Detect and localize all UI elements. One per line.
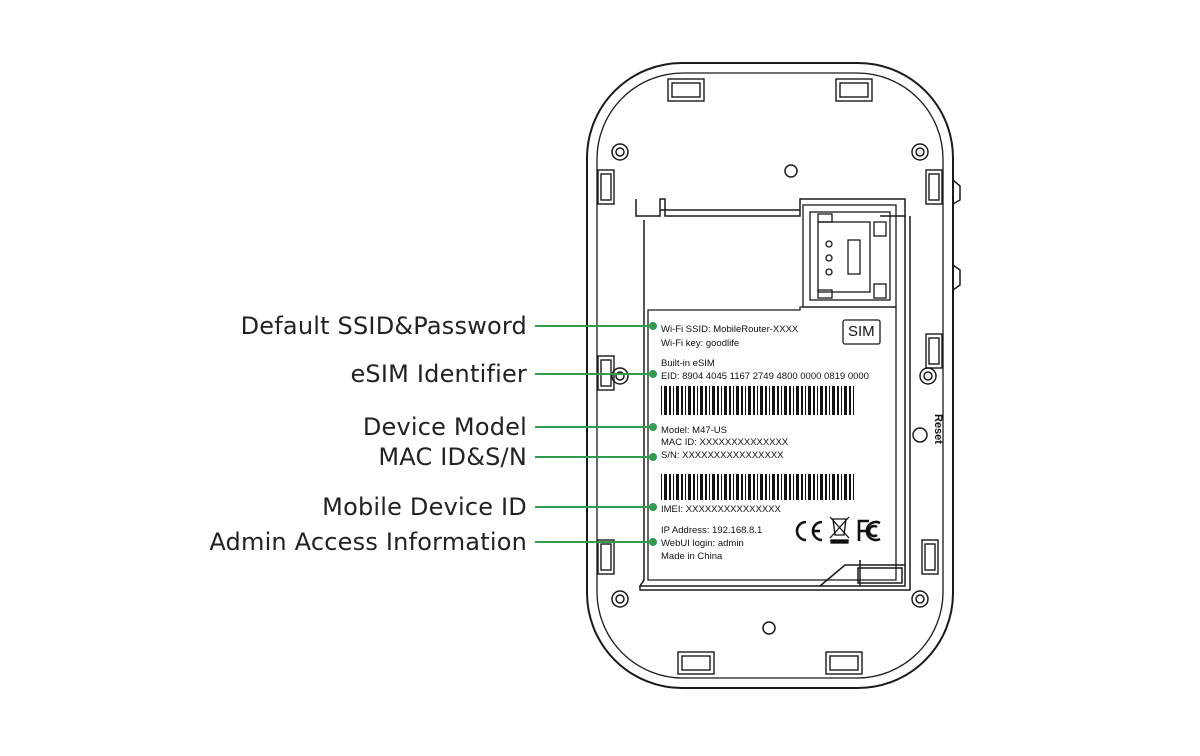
label-imei: IMEI: XXXXXXXXXXXXXXX: [661, 504, 781, 515]
top-clips: [667, 78, 873, 102]
callout-esim-identifier: eSIM Identifier: [350, 360, 527, 388]
ce-mark-icon: [795, 520, 823, 542]
callout-device-model: Device Model: [362, 413, 527, 441]
label-eid: EID: 8904 4045 1167 2749 4800 0000 0819 …: [661, 371, 869, 382]
callout-dot-ssid: [649, 322, 657, 330]
callout-mobile-device-id: Mobile Device ID: [322, 493, 527, 521]
label-esim-title: Built-in eSIM: [661, 358, 715, 369]
fcc-mark-icon: [857, 519, 881, 542]
side-buttons: [952, 179, 961, 291]
callout-dot-admin: [649, 538, 657, 546]
device-body: [586, 62, 954, 689]
label-sn: S/N: XXXXXXXXXXXXXXXX: [661, 450, 784, 461]
callout-dot-esim: [649, 370, 657, 378]
sim-badge: SIM: [848, 323, 875, 340]
label-made-in: Made in China: [661, 551, 723, 562]
barcode-eid: [661, 386, 854, 415]
callout-admin-access: Admin Access Information: [209, 528, 527, 556]
callout-mac-id-sn: MAC ID&S/N: [378, 443, 527, 471]
callout-lines: [535, 322, 657, 546]
label-sticker: [647, 306, 897, 581]
screw-holes: [611, 143, 937, 635]
bottom-clips: [677, 651, 863, 675]
label-webui-login: WebUI login: admin: [661, 538, 744, 549]
label-wifi-ssid: Wi-Fi SSID: MobileRouter-XXXX: [661, 324, 799, 335]
battery-compartment: [635, 198, 911, 591]
sim-badge-box: [842, 319, 881, 345]
weee-bin-icon: [829, 516, 850, 544]
callout-default-ssid-password: Default SSID&Password: [240, 312, 527, 340]
callout-dot-mac: [649, 453, 657, 461]
label-mac-id: MAC ID: XXXXXXXXXXXXXX: [661, 437, 789, 448]
label-wifi-key: Wi-Fi key: goodlife: [661, 338, 740, 349]
label-model: Model: M47-US: [661, 425, 727, 436]
callout-dot-model: [649, 423, 657, 431]
barcode-sn: [661, 474, 854, 500]
sim-tray: [802, 204, 897, 308]
label-ip-address: IP Address: 192.168.8.1: [661, 525, 763, 536]
callout-dot-imei: [649, 503, 657, 511]
reset-label: Reset: [932, 414, 944, 444]
